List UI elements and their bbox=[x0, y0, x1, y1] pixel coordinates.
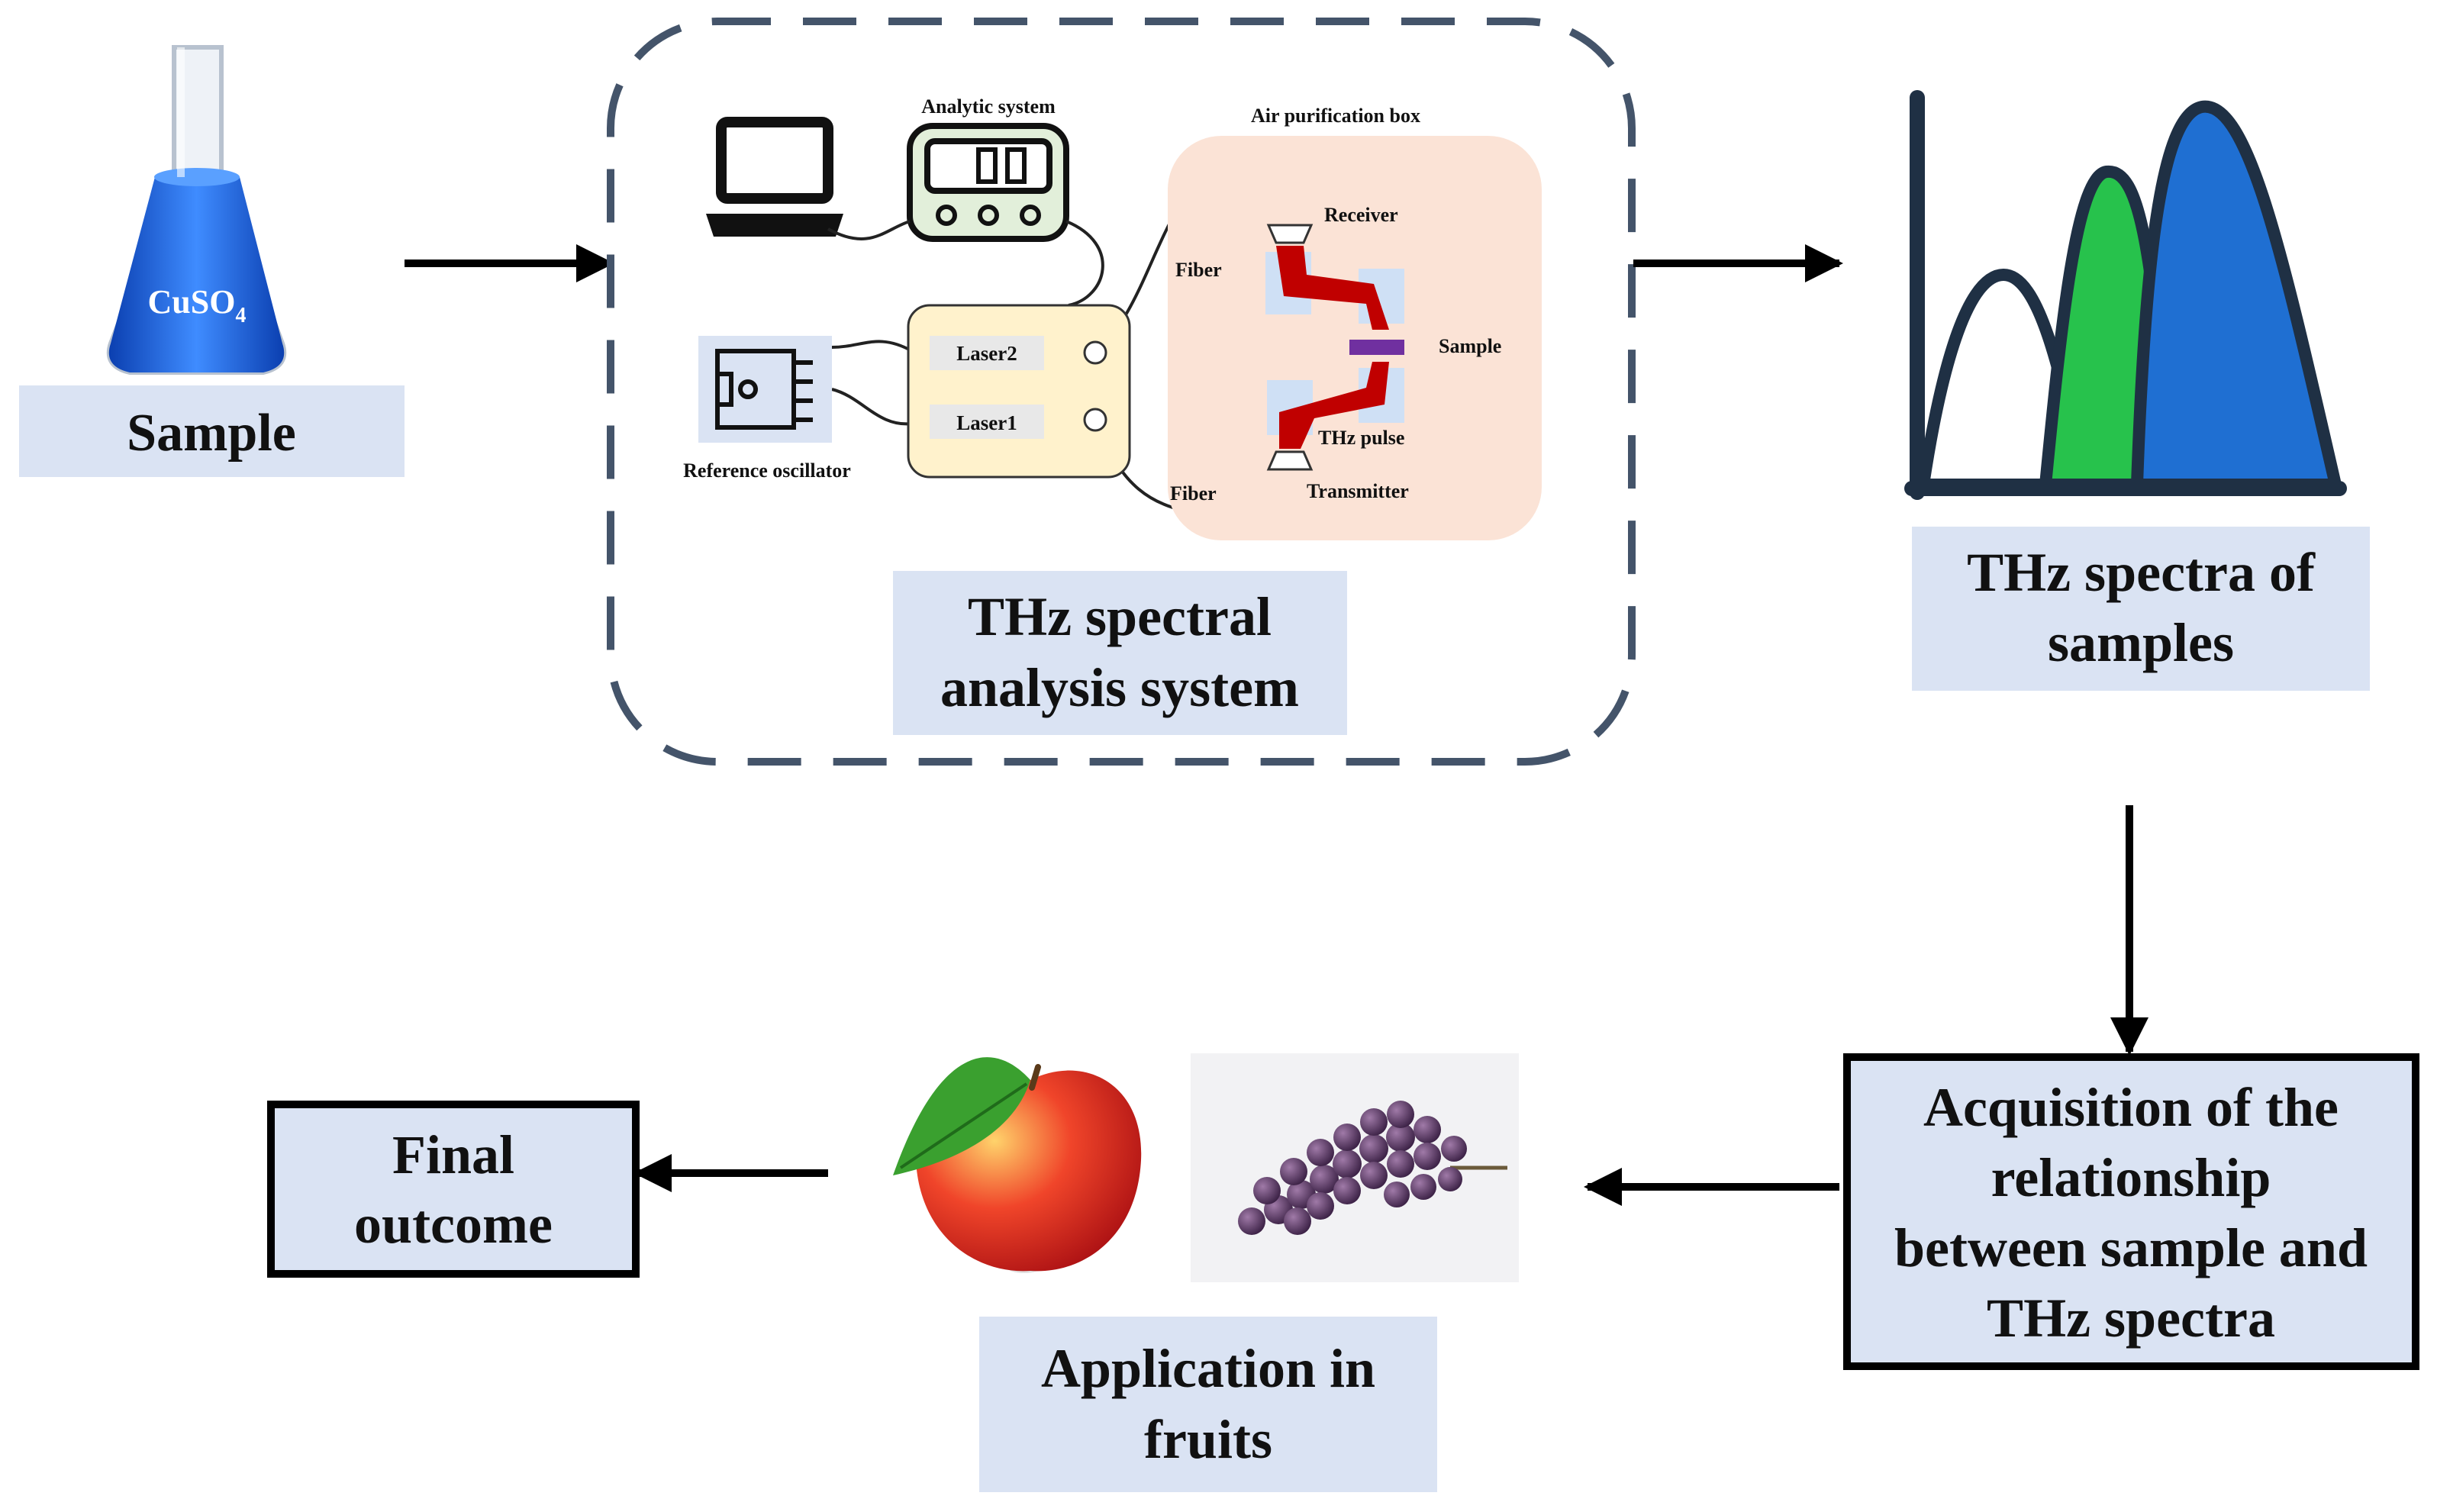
reference-oscillator-label: Reference oscillator bbox=[683, 459, 851, 482]
application-line2: fruits bbox=[1144, 1409, 1272, 1470]
application-label-box bbox=[979, 1317, 1437, 1492]
thz-pulse-label: THz pulse bbox=[1318, 427, 1404, 449]
spectra-label-line1: THz spectra of bbox=[1967, 542, 2316, 603]
laser1-label: Laser1 bbox=[956, 411, 1017, 434]
air-box-label: Air purification box bbox=[1251, 105, 1420, 127]
air-purification-box bbox=[1168, 136, 1542, 540]
reference-oscillator-icon bbox=[698, 336, 832, 443]
spectra-chart-icon bbox=[1904, 90, 2347, 500]
analytic-system-icon bbox=[907, 123, 1069, 242]
grapes-icon bbox=[1191, 1053, 1519, 1282]
system-title-line2: analysis system bbox=[940, 657, 1299, 718]
relationship-line1: Acquisition of the bbox=[1923, 1077, 2339, 1138]
laser2-port bbox=[1083, 340, 1107, 365]
final-outcome-line2: outcome bbox=[354, 1194, 553, 1255]
transmitter-icon bbox=[1266, 450, 1314, 471]
final-outcome-box bbox=[267, 1101, 640, 1278]
apple-icon bbox=[893, 1057, 1142, 1273]
spectra-label-line2: samples bbox=[2048, 612, 2234, 673]
system-dashed-border bbox=[607, 18, 1636, 766]
thz-beam-bottom bbox=[1279, 362, 1389, 449]
laptop-icon bbox=[706, 117, 843, 237]
laser2-label: Laser2 bbox=[956, 342, 1017, 365]
final-outcome-line1: Final bbox=[392, 1124, 514, 1185]
spectra-label-box bbox=[1912, 527, 2370, 691]
flask-icon bbox=[106, 45, 287, 375]
thz-beam-top bbox=[1276, 246, 1389, 330]
sample-label-box bbox=[19, 385, 405, 477]
fiber-top-label: Fiber bbox=[1175, 259, 1222, 281]
sample-label: Sample bbox=[127, 404, 296, 463]
system-title-line1: THz spectral bbox=[968, 586, 1272, 647]
transmitter-label: Transmitter bbox=[1307, 480, 1409, 502]
receiver-label: Receiver bbox=[1324, 204, 1398, 226]
laser1-port bbox=[1083, 408, 1107, 432]
relationship-line4: THz spectra bbox=[1987, 1288, 2275, 1349]
relationship-box bbox=[1843, 1053, 2419, 1370]
laser-box bbox=[907, 304, 1131, 479]
analytic-system-label: Analytic system bbox=[921, 95, 1056, 118]
fiber-bottom-label: Fiber bbox=[1170, 482, 1217, 505]
sample-plate bbox=[1349, 340, 1404, 355]
receiver-icon bbox=[1266, 224, 1314, 244]
application-line1: Application in bbox=[1041, 1338, 1375, 1399]
sample-plate-label: Sample bbox=[1439, 335, 1501, 357]
system-title-box bbox=[893, 571, 1347, 735]
laser1-box bbox=[930, 405, 1044, 439]
flask-formula: CuSO4 bbox=[148, 283, 247, 327]
relationship-line2: relationship bbox=[1991, 1147, 2271, 1208]
relationship-line3: between sample and bbox=[1894, 1217, 2368, 1278]
laser2-box bbox=[930, 336, 1044, 370]
